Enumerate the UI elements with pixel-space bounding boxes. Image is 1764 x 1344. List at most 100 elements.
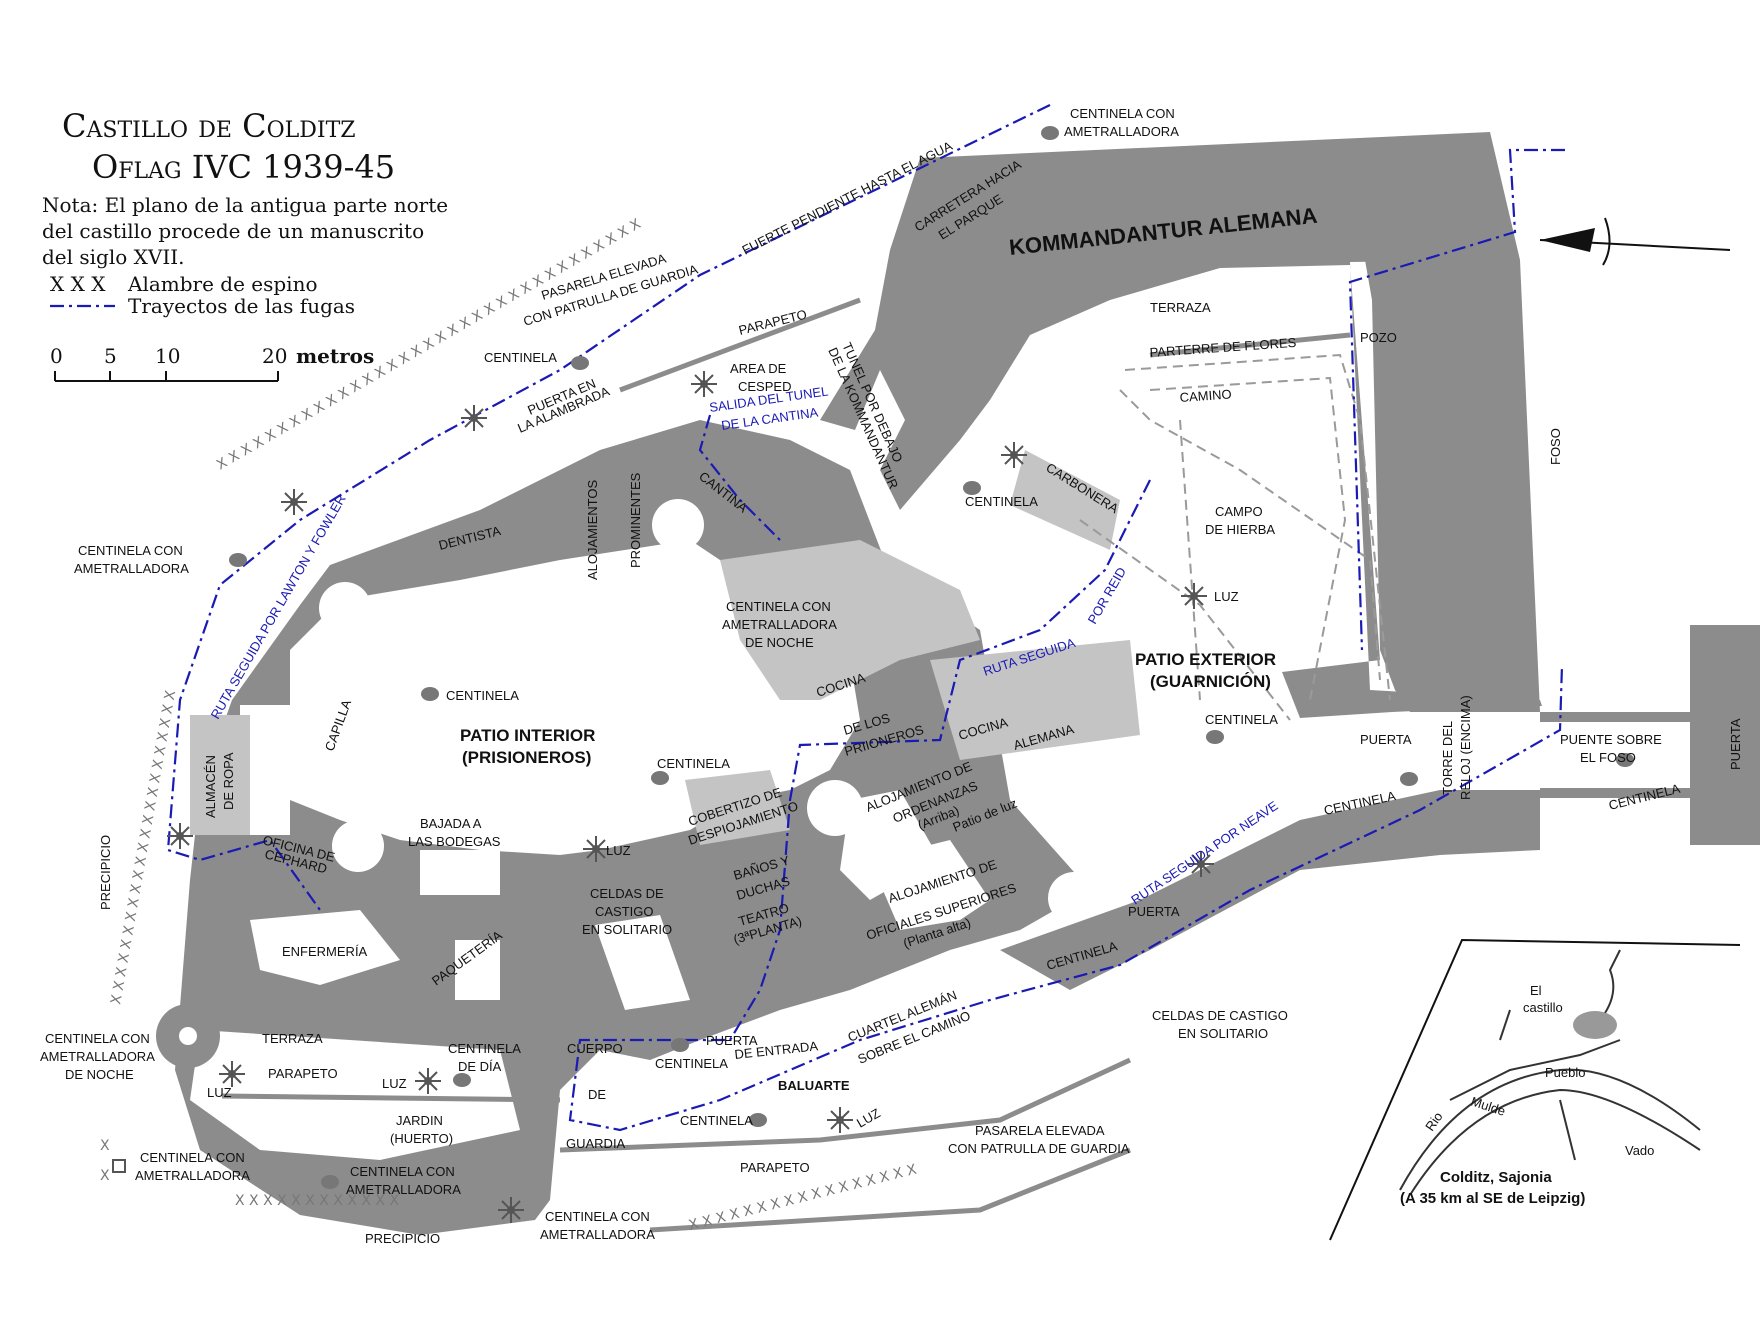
label-centinela-cobertizo: CENTINELA [657,756,730,771]
label-centinela-noche-sw-1: CENTINELA CON [45,1031,150,1046]
svg-text:X: X [100,1168,110,1184]
label-area-cesped-2: CESPED [738,379,791,394]
label-terraza-n: TERRAZA [1150,300,1211,315]
scale-unit: metros [296,344,374,368]
label-celdas-1: CELDAS DE [590,886,664,901]
label-baluarte: BALUARTE [778,1078,850,1093]
label-torre-2: RELOJ (ENCIMA) [1458,695,1473,800]
label-jardin-1: JARDIN [396,1113,443,1128]
label-patio-interior-1: PATIO INTERIOR [460,726,595,745]
label-area-cesped-1: AREA DE [730,361,787,376]
inset-caption-1: Colditz, Sajonia [1440,1169,1552,1186]
label-centinela-noche-3: DE NOCHE [745,635,814,650]
label-centinela-noche-sw-2: AMETRALLADORA [40,1049,155,1064]
map-title: Castillo de Colditz [62,107,356,145]
label-celdas-3: EN SOLITARIO [582,922,672,937]
route-legend-label: Trayectos de las fugas [128,294,355,318]
scale-bar: 0 5 10 20 metros [50,344,374,382]
label-jardin-2: (HUERTO) [390,1131,453,1146]
label-luz-sw: LUZ [207,1085,232,1100]
label-centinela-ametr-w-1: CENTINELA CON [78,543,183,558]
label-celdas-e-1: CELDAS DE CASTIGO [1152,1008,1288,1023]
label-centinela-ametr-w-2: AMETRALLADORA [74,561,189,576]
label-almacen-1: ALMACÉN [203,755,218,818]
label-centinela-dia-2: DE DÍA [458,1059,502,1074]
scale-tick: 5 [104,344,117,368]
inset-castillo-1: El [1530,983,1542,998]
label-centinela-cuerpo: CENTINELA [655,1056,728,1071]
label-luz-baluarte: LUZ [854,1105,883,1130]
label-centinela-ametr-sc-2: AMETRALLADORA [540,1227,655,1242]
kommandantur-building [820,132,1542,718]
label-terraza-s: TERRAZA [262,1031,323,1046]
map-subtitle: Oflag IVC 1939-45 [92,148,395,186]
svg-text:X X X X X X X X X X: X X X X X X X X X X X X [235,1193,399,1209]
label-puerta-e: PUERTA [1360,732,1412,747]
label-pozo: POZO [1360,330,1397,345]
label-centinela-noche-sw-3: DE NOCHE [65,1067,134,1082]
scale-tick: 0 [50,344,63,368]
label-camino: CAMINO [1179,386,1232,405]
wire-legend-label: Alambre de espino [127,272,318,296]
label-ruta-reid-2: POR REID [1085,565,1129,627]
label-centinela-n: CENTINELA [484,350,557,365]
legend: Castillo de Colditz Oflag IVC 1939-45 No… [42,107,448,382]
label-puerta-entrada-1: PUERTA [706,1033,758,1048]
label-pasarela-s-2: CON PATRULLA DE GUARDIA [948,1141,1130,1156]
label-patio-exterior-2: (GUARNICIÓN) [1150,672,1271,691]
escape-routes [166,104,1565,1132]
label-pasarela-s-1: PASARELA ELEVADA [975,1123,1105,1138]
label-parapeto-sw: PARAPETO [268,1066,338,1081]
label-centinela-ametr-sw-2: AMETRALLADORA [135,1168,250,1183]
label-centinela-dia-1: CENTINELA [448,1041,521,1056]
inset-caption-2: (A 35 km al SE de Leipzig) [1400,1190,1585,1207]
note-line-1: Nota: El plano de la antigua parte norte [42,193,448,217]
label-centinela-ametr-sc-1: CENTINELA CON [545,1209,650,1224]
inset-pueblo: Pueblo [1545,1065,1585,1080]
note-line-3: del siglo XVII. [42,245,185,269]
label-bajada-1: BAJADA A [420,816,482,831]
svg-text:X: X [100,1138,110,1154]
label-luz-bodegas: LUZ [606,843,631,858]
label-centinela-carbonera: CENTINELA [965,494,1038,509]
inset-vado: Vado [1625,1143,1654,1158]
label-centinela-ametr-s-1: CENTINELA CON [350,1164,455,1179]
label-celdas-2: CASTIGO [595,904,654,919]
label-cuerpo-2: DE [588,1087,606,1102]
label-parterre: PARTERRE DE FLORES [1149,335,1297,360]
label-patio-interior-2: (PRISIONEROS) [462,748,591,767]
label-parapeto-s: PARAPETO [740,1160,810,1175]
sentry-markers [112,126,1634,1189]
label-torre-1: TORRE DEL [1440,721,1455,795]
label-cuerpo-3: GUARDIA [566,1136,626,1151]
outer-walls [221,297,1760,1233]
label-centinela-noche-1: CENTINELA CON [726,599,831,614]
label-centinela-ametr-ne-2: AMETRALLADORA [1064,124,1179,139]
label-celdas-e-2: EN SOLITARIO [1178,1026,1268,1041]
scale-tick: 20 [262,344,287,368]
location-inset: El castillo Pueblo Rio Mulde Vado Coldit… [1329,938,1741,1241]
label-precipicio-s: PRECIPICIO [365,1231,440,1246]
label-luz-campo: LUZ [1214,589,1239,604]
light-grey-areas [190,450,1140,845]
label-centinela-ametr-ne-1: CENTINELA CON [1070,106,1175,121]
inset-castillo-2: castillo [1523,1000,1563,1015]
label-centinela-baluarte: CENTINELA [680,1113,753,1128]
label-bajada-2: LAS BODEGAS [408,834,501,849]
label-enfermeria: ENFERMERÍA [282,944,368,959]
label-patio-exterior-1: PATIO EXTERIOR [1135,650,1276,669]
label-cuerpo-1: CUERPO [567,1041,623,1056]
label-precipicio-w: PRECIPICIO [98,835,113,910]
north-arrow [1539,217,1731,266]
label-puente-1: PUENTE SOBRE [1560,732,1662,747]
wire-symbol: X X X [50,272,106,296]
label-foso: FOSO [1548,428,1563,465]
label-centinela-ametr-sw-1: CENTINELA CON [140,1150,245,1165]
label-centinela-ametr-s-2: AMETRALLADORA [346,1182,461,1197]
label-centinela-patio: CENTINELA [446,688,519,703]
label-centinela-noche-2: AMETRALLADORA [722,617,837,632]
label-luz-jardin: LUZ [382,1076,407,1091]
label-puerta-far: PUERTA [1728,718,1743,770]
